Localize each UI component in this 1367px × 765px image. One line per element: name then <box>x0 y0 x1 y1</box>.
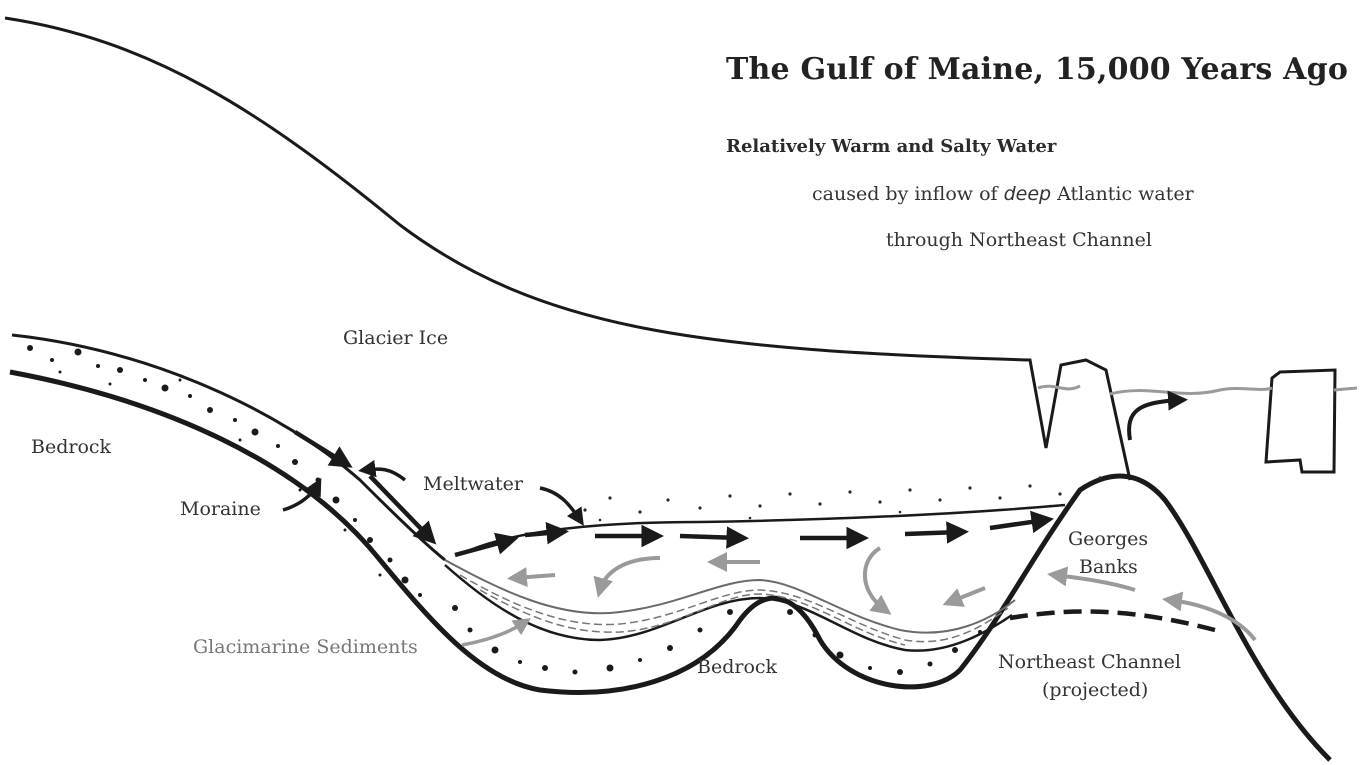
label-glacimarine-sediments: Glacimarine Sediments <box>193 636 418 658</box>
note-line-2: through Northeast Channel <box>886 229 1152 251</box>
label-bedrock-bottom: Bedrock <box>697 656 777 678</box>
meltwater-arrows <box>295 432 1045 555</box>
label-glacier-ice: Glacier Ice <box>343 327 448 349</box>
note-line1-after: Atlantic water <box>1051 183 1194 205</box>
calving-arrow <box>1129 400 1180 440</box>
sea-surface-right <box>1334 388 1357 390</box>
label-moraine: Moraine <box>180 498 261 520</box>
iceberg <box>1266 370 1335 472</box>
label-bedrock-left: Bedrock <box>31 436 111 458</box>
northeast-channel-projected <box>1010 611 1215 630</box>
glacimarine-layering <box>460 575 1008 645</box>
label-banks: Banks <box>1079 556 1138 578</box>
note-line1-before: caused by inflow of <box>812 183 1004 205</box>
note-line1-emphasis: deep <box>1004 183 1052 205</box>
meltwater-layer-line <box>470 505 1065 550</box>
sea-surface-mid <box>1110 388 1272 394</box>
meltwater-leader-arrow-2 <box>540 488 580 520</box>
label-northeast-channel: Northeast Channel <box>998 651 1181 673</box>
diagram-title: The Gulf of Maine, 15,000 Years Ago <box>726 52 1348 87</box>
subtitle: Relatively Warm and Salty Water <box>726 136 1056 157</box>
label-projected: (projected) <box>1042 679 1148 701</box>
suspended-sediment-dots <box>583 476 1101 521</box>
label-meltwater: Meltwater <box>423 473 523 495</box>
label-georges: Georges <box>1068 528 1148 550</box>
basin-sediment-top <box>445 560 1015 633</box>
moraine-gravel <box>27 345 422 597</box>
sea-surface-left <box>1038 386 1080 389</box>
glacimarine-leader-arrow <box>462 622 525 645</box>
note-line-1: caused by inflow of deep Atlantic water <box>812 183 1194 205</box>
